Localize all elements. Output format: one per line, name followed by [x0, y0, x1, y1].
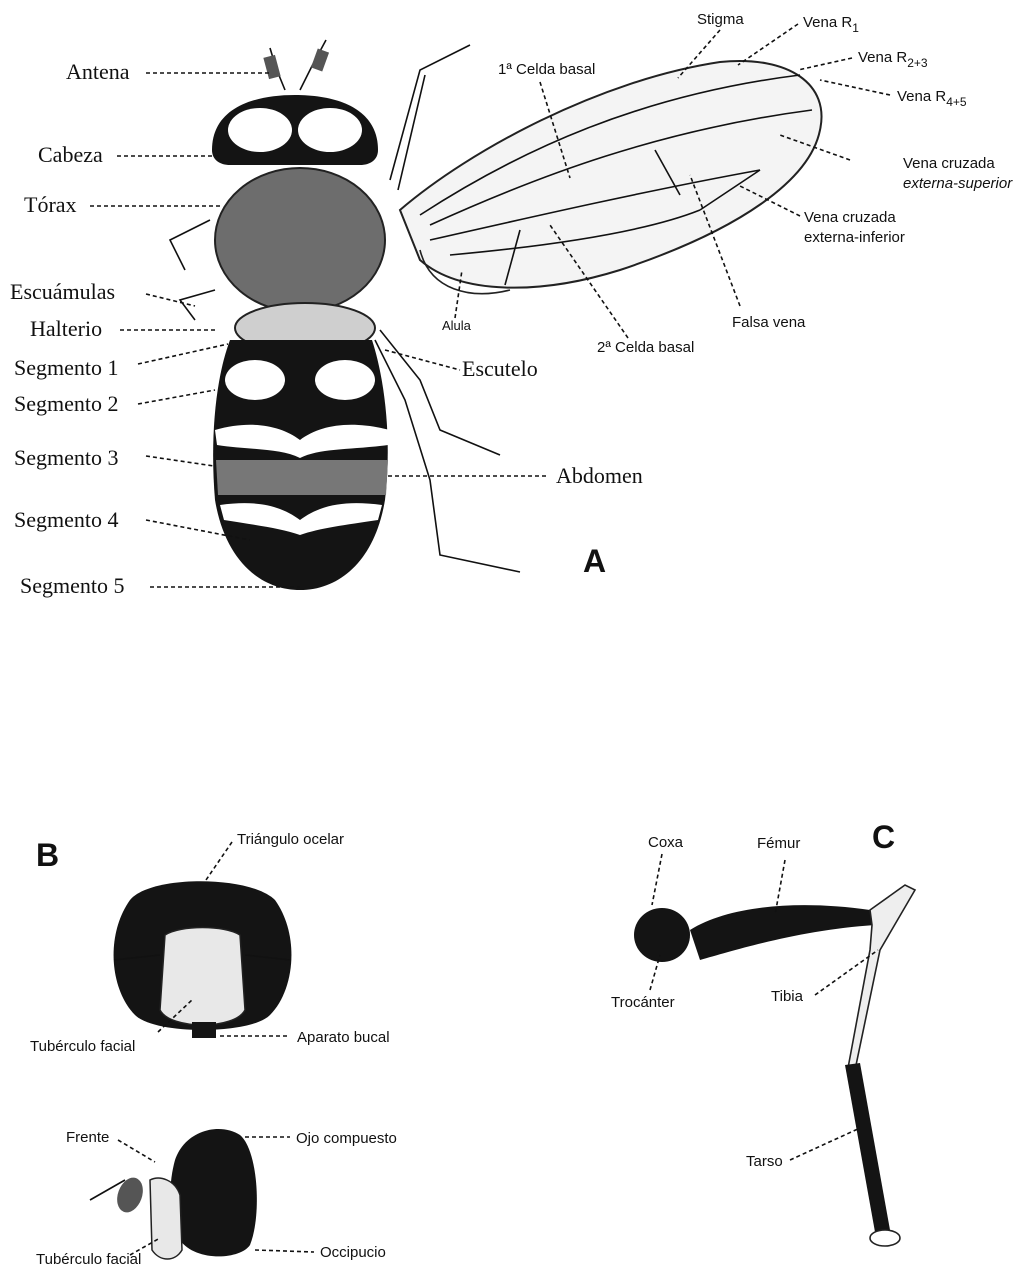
label-segmento-3: Segmento 3: [14, 445, 119, 470]
label-ojo-compuesto: Ojo compuesto: [296, 1130, 397, 1147]
svg-text:Vena R2+3: Vena R2+3: [858, 49, 928, 70]
antenna-drawing: [263, 40, 329, 90]
label-trocanter: Trocánter: [611, 994, 675, 1011]
panel-letter-a: A: [583, 543, 606, 579]
head-side-drawing: [90, 1129, 257, 1259]
leader-segmento-2: [138, 390, 215, 404]
label-celda-basal-2: 2ª Celda basal: [597, 339, 694, 356]
leader-escuamulas: [146, 294, 195, 306]
label-segmento-2: Segmento 2: [14, 391, 119, 416]
label-celda-basal-1: 1ª Celda basal: [498, 61, 595, 78]
label-tarso: Tarso: [746, 1153, 783, 1170]
label-stigma: Stigma: [697, 11, 744, 28]
panel-c: C Coxa Fémur Trocánter Tibia Tarso: [611, 819, 915, 1246]
head-drawing: [212, 95, 378, 165]
label-torax: Tórax: [24, 192, 77, 217]
leader-tarso: [790, 1128, 860, 1160]
label-segmento-1: Segmento 1: [14, 355, 119, 380]
label-falsa-vena: Falsa vena: [732, 314, 806, 331]
label-abdomen: Abdomen: [556, 463, 643, 488]
panel-b: B Triángulo ocelar Tubérculo facial Apar…: [30, 831, 397, 1268]
label-tuberculo-facial-side: Tubérculo facial: [36, 1251, 141, 1268]
leader-segmento-1: [138, 344, 228, 364]
label-coxa: Coxa: [648, 834, 684, 851]
abdomen-drawing: [213, 340, 390, 590]
leg-drawing: [634, 885, 915, 1246]
label-antena: Antena: [66, 59, 130, 84]
label-alula: Alula: [442, 318, 472, 333]
label-escutelo: Escutelo: [462, 356, 538, 381]
leader-escutelo: [385, 350, 460, 370]
label-vena-cruzada-sup-1: Vena cruzada: [903, 155, 995, 172]
label-vena-cruzada-inf-2: externa-inferior: [804, 229, 905, 246]
leader-vena-r23: [798, 58, 852, 70]
label-triangulo-ocelar: Triángulo ocelar: [237, 831, 344, 848]
label-vena-cruzada-inf-1: Vena cruzada: [804, 209, 896, 226]
panel-a: Antena Cabeza Tórax Escuámulas Halterio …: [10, 11, 1013, 598]
label-femur: Fémur: [757, 835, 800, 852]
label-occipucio: Occipucio: [320, 1244, 386, 1261]
label-vena-r1: Vena R1: [803, 14, 859, 35]
leader-triangulo-ocelar: [206, 842, 232, 880]
wing-drawing: [400, 61, 822, 294]
label-aparato-bucal: Aparato bucal: [297, 1029, 390, 1046]
panel-letter-c: C: [872, 819, 895, 855]
label-cabeza: Cabeza: [38, 142, 103, 167]
label-segmento-5: Segmento 5: [20, 573, 125, 598]
thorax-drawing: [215, 168, 385, 312]
label-tibia: Tibia: [771, 988, 804, 1005]
panel-letter-b: B: [36, 837, 59, 873]
svg-text:Vena R1: Vena R1: [803, 14, 859, 35]
leader-frente: [118, 1140, 155, 1162]
leader-occipucio: [255, 1250, 314, 1252]
label-segmento-4: Segmento 4: [14, 507, 119, 532]
label-frente: Frente: [66, 1129, 109, 1146]
leader-segmento-3: [146, 456, 214, 466]
label-vena-r23: Vena R2+3: [858, 49, 928, 70]
svg-text:Vena R4+5: Vena R4+5: [897, 88, 967, 109]
label-escuamulas: Escuámulas: [10, 279, 115, 304]
leader-coxa: [652, 854, 662, 905]
label-vena-r45: Vena R4+5: [897, 88, 967, 109]
label-vena-cruzada-sup-2: externa-superior: [903, 175, 1013, 192]
label-tuberculo-facial-front: Tubérculo facial: [30, 1038, 135, 1055]
leader-vena-r45: [820, 80, 890, 95]
head-front-drawing: [114, 881, 292, 1038]
leader-vena-r1: [738, 24, 798, 65]
label-halterio: Halterio: [30, 316, 102, 341]
